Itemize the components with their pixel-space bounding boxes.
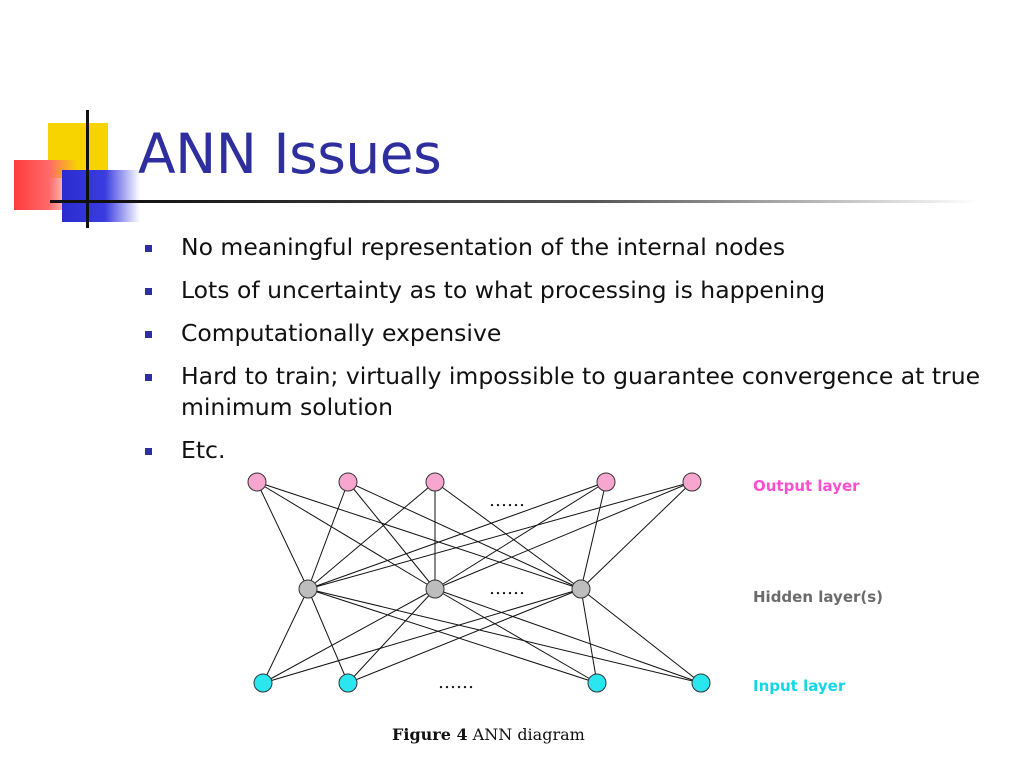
connection-edge: [580, 588, 702, 684]
slide-logo: [0, 0, 140, 240]
input-node: [691, 673, 711, 693]
hidden-node: [425, 579, 445, 599]
connection-edge: [262, 588, 309, 684]
hidden-layer-label: Hidden layer(s): [753, 588, 884, 606]
output-node: [682, 472, 702, 492]
square-bullet-icon: [145, 245, 152, 252]
figure-number: Figure 4: [392, 725, 468, 744]
logo-horizontal-line: [50, 200, 140, 203]
output-layer-label: Output layer: [753, 477, 860, 495]
connection-edge: [256, 481, 582, 590]
output-ellipsis: ……: [489, 490, 525, 511]
bullet-text: Etc.: [181, 436, 226, 464]
input-node: [338, 673, 358, 693]
bullet-text: No meaningful representation of the inte…: [181, 233, 786, 261]
square-bullet-icon: [145, 448, 152, 455]
figure-caption: Figure 4 ANN diagram: [392, 725, 585, 744]
connection-edge: [347, 481, 436, 590]
bullet-text: Hard to train; virtually impossible to g…: [181, 362, 981, 421]
bullet-text: Lots of uncertainty as to what processin…: [181, 276, 826, 304]
connection-edge: [307, 481, 607, 590]
output-node: [247, 472, 267, 492]
input-layer-label: Input layer: [753, 677, 846, 695]
hidden-ellipsis: ……: [489, 578, 525, 599]
connection-edge: [262, 588, 582, 684]
bullet-item: Computationally expensive: [140, 318, 1000, 349]
square-bullet-icon: [145, 288, 152, 295]
connection-edge: [307, 588, 349, 684]
connection-edge: [307, 588, 598, 684]
output-node: [596, 472, 616, 492]
logo-blue-square: [62, 170, 140, 222]
connection-edge: [307, 481, 436, 590]
connection-edge: [262, 588, 436, 684]
connection-edge: [307, 481, 693, 590]
connection-edge: [580, 481, 607, 590]
square-bullet-icon: [145, 374, 152, 381]
bullet-item: No meaningful representation of the inte…: [140, 232, 1000, 263]
connection-edge: [434, 588, 598, 684]
connection-edge: [256, 481, 309, 590]
bullet-text: Computationally expensive: [181, 319, 502, 347]
connection-edge: [307, 481, 349, 590]
bullet-item: Lots of uncertainty as to what processin…: [140, 275, 1000, 306]
input-node: [253, 673, 273, 693]
connection-edge: [307, 588, 702, 684]
connection-edge: [434, 588, 702, 684]
connection-edge: [434, 481, 582, 590]
bullet-item: Etc.: [140, 435, 1000, 466]
connection-edge: [580, 481, 693, 590]
connection-edge: [347, 588, 582, 684]
output-node: [338, 472, 358, 492]
square-bullet-icon: [145, 331, 152, 338]
connection-edge: [256, 481, 436, 590]
output-node: [425, 472, 445, 492]
bullet-list: No meaningful representation of the inte…: [140, 232, 1000, 478]
connection-edge: [434, 481, 693, 590]
slide-title: ANN Issues: [138, 122, 442, 186]
input-node: [587, 673, 607, 693]
hidden-node: [571, 579, 591, 599]
title-rule: [118, 200, 978, 203]
logo-vertical-line: [86, 110, 89, 228]
connection-edge: [347, 588, 436, 684]
connection-edge: [347, 481, 582, 590]
input-ellipsis: ……: [438, 672, 474, 693]
connection-edge: [580, 588, 598, 684]
bullet-item: Hard to train; virtually impossible to g…: [140, 361, 1000, 423]
connection-edge: [434, 481, 607, 590]
figure-caption-text: ANN diagram: [472, 725, 585, 744]
hidden-node: [298, 579, 318, 599]
